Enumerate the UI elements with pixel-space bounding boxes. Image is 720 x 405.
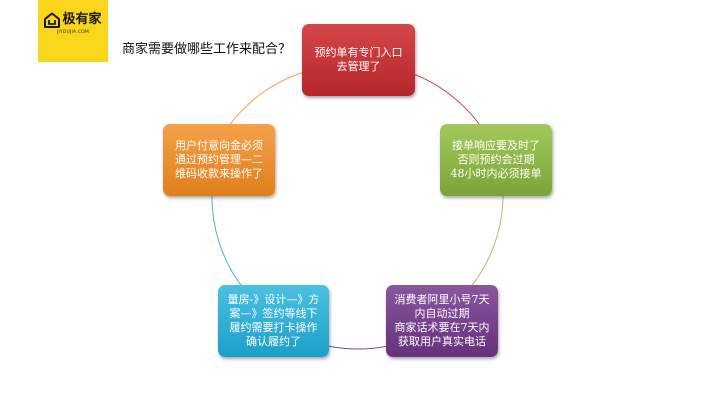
- node-timely-response: 接单响应要及时了 否则预约会过期 48小时内必须接单: [440, 124, 552, 196]
- logo-name: 极有家: [62, 12, 102, 27]
- page-title: 商家需要做哪些工作来配合？: [122, 42, 292, 57]
- arc-right-to-bottom-right: [469, 189, 504, 289]
- arc-left-to-top: [225, 71, 305, 131]
- logo: 极有家 JIYOUJIA.COM: [38, 0, 108, 62]
- house-logo-icon: [44, 12, 61, 28]
- arc-bottom-left-to-left: [211, 191, 244, 289]
- node-auto-expire: 消费者阿里小号7天 内自动过期 商家话术要在7天内 获取用户真实电话: [386, 285, 498, 357]
- logo-subtitle: JIYOUJIA.COM: [56, 30, 90, 35]
- node-fulfillment-checkin: 量房-》设计—》方 案—》签约等线下 履约需要打卡操作 确认履约了: [218, 285, 329, 357]
- node-deposit-payment: 用户付意向金必须 通过预约管理—二 维码收款来操作了: [163, 124, 275, 196]
- node-dedicated-entry: 预约单有专门入口 去管理了: [302, 24, 415, 96]
- arc-bottom-right-to-bottom-left: [327, 345, 389, 350]
